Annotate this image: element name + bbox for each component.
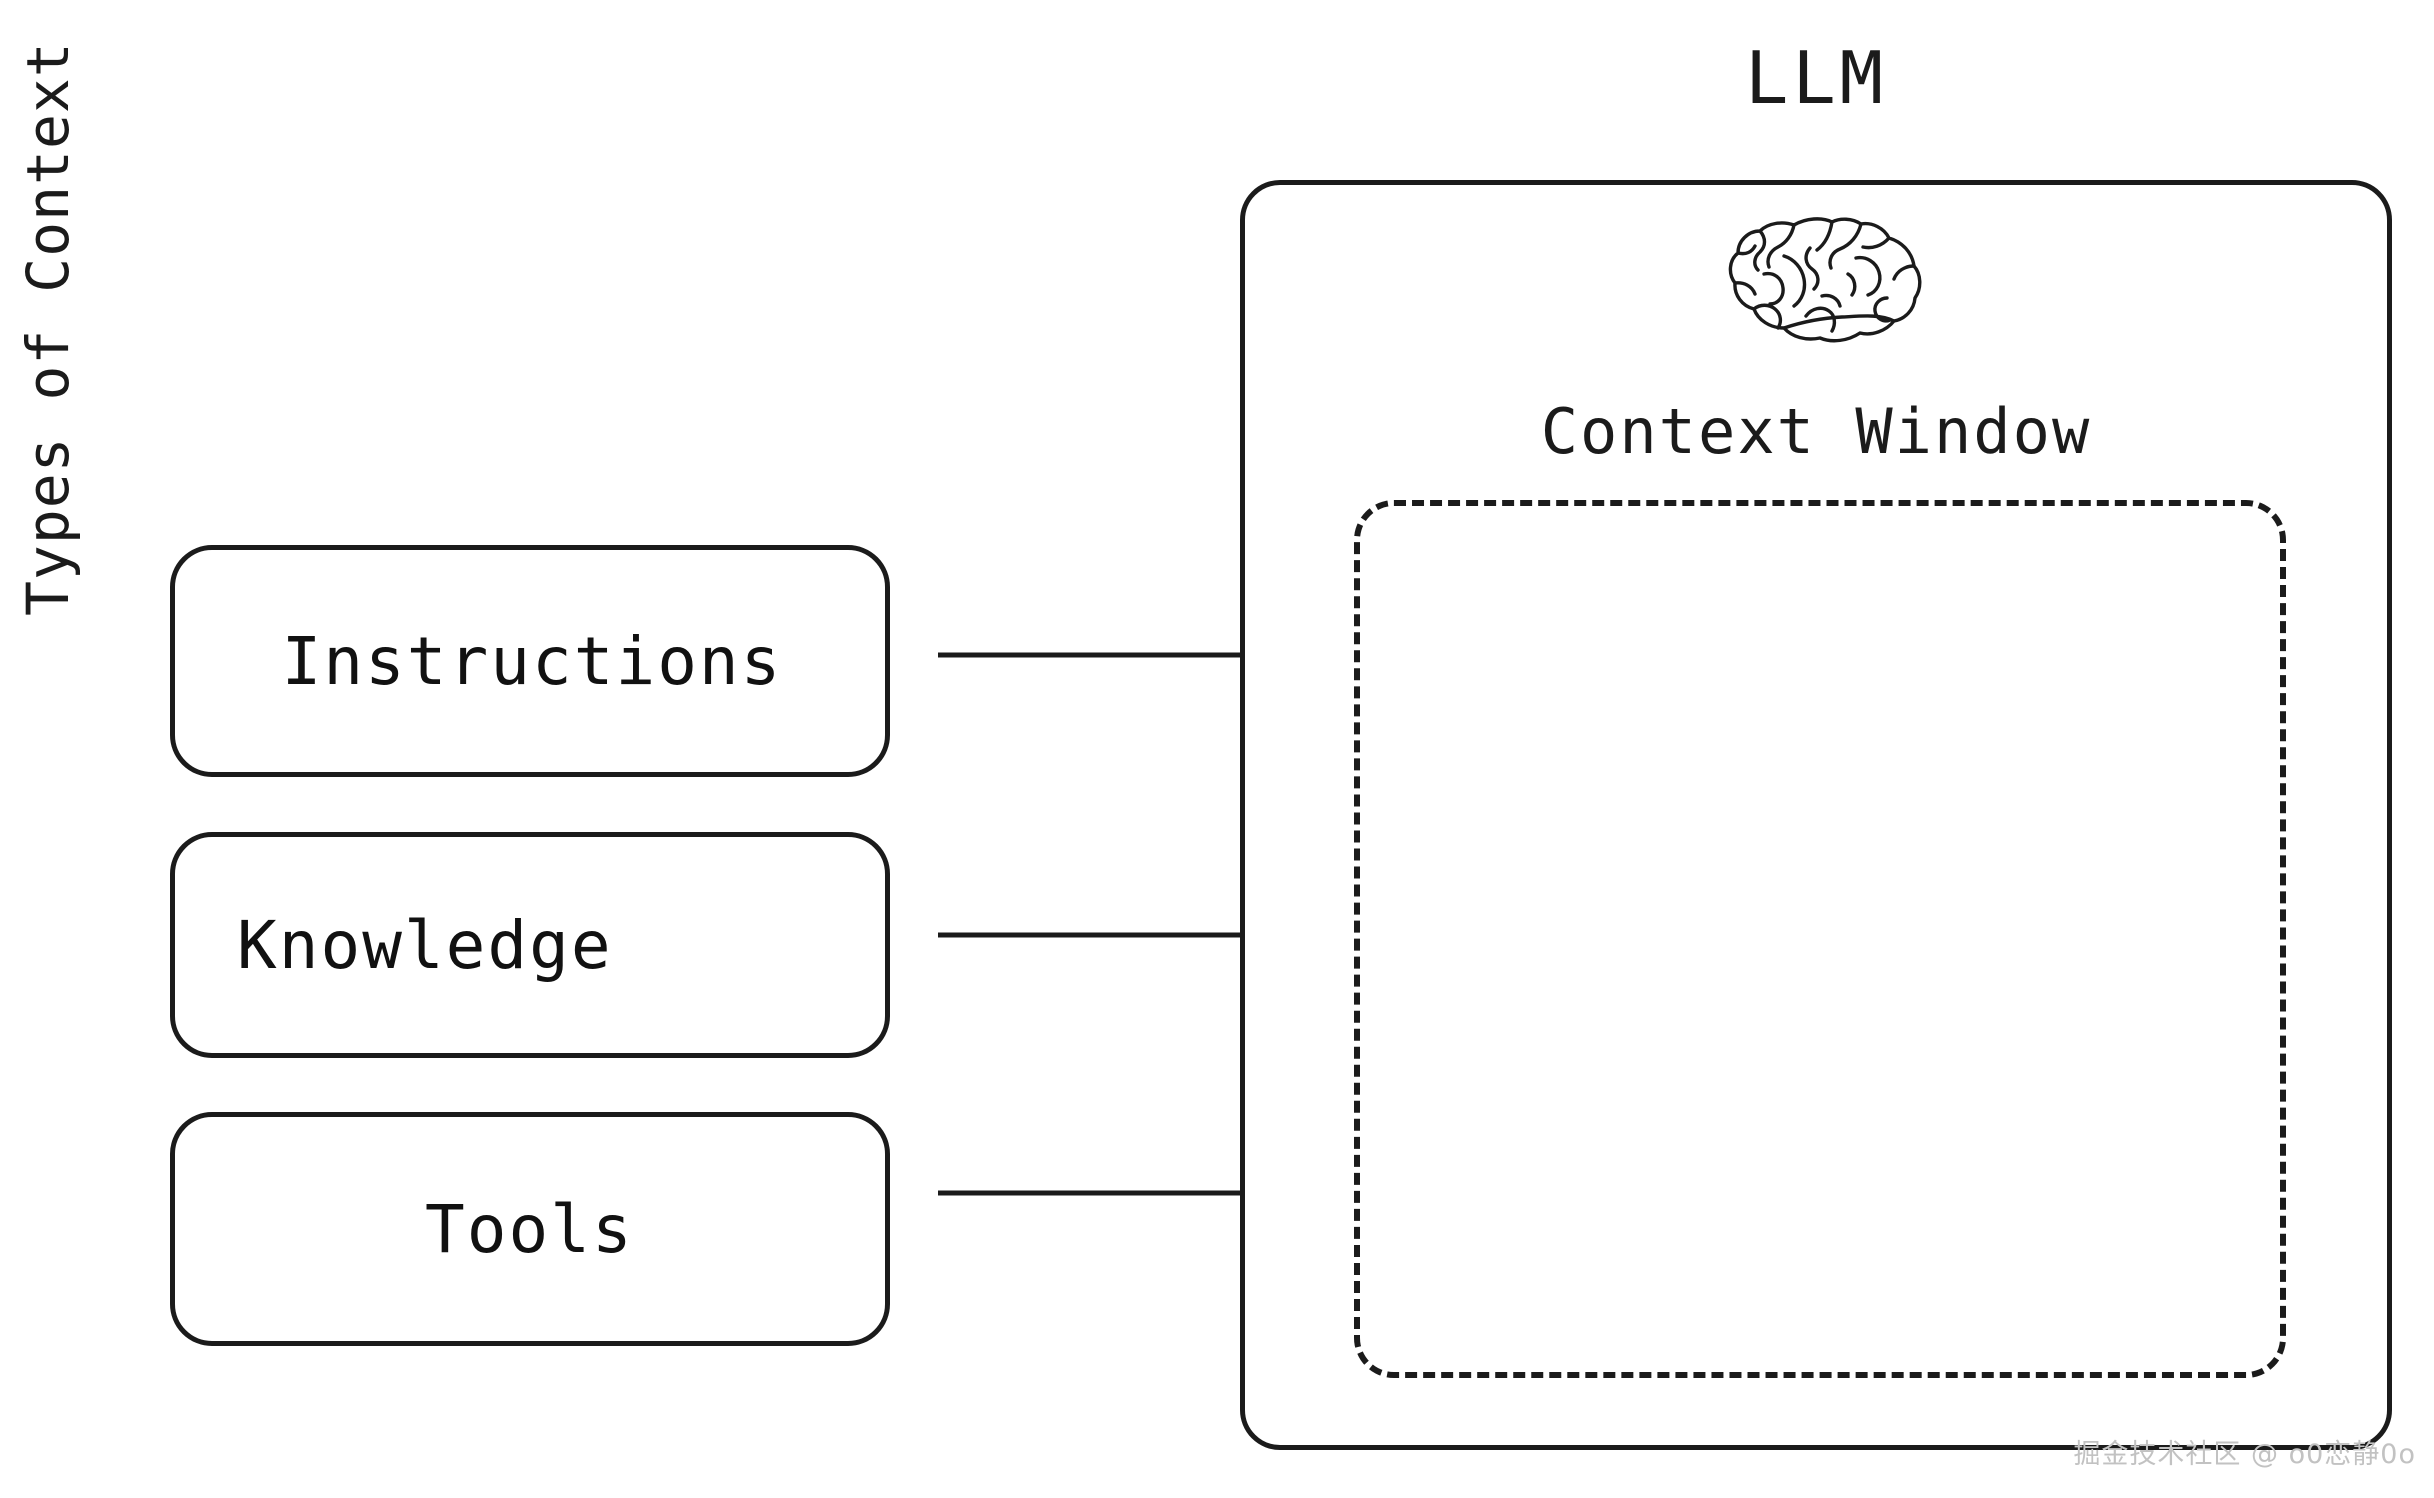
brain-icon <box>1728 217 1922 343</box>
watermark: 掘金技术社区 @ o0恋静0o <box>2073 1439 2416 1470</box>
context-box-knowledge[interactable]: Knowledge <box>170 832 890 1058</box>
context-window-label: Context Window <box>1540 395 2092 468</box>
types-of-context-text: Types of Context <box>14 41 82 616</box>
context-box-tools-label: Tools <box>425 1190 634 1268</box>
context-window-box <box>1354 500 2286 1378</box>
context-box-knowledge-label: Knowledge <box>237 906 613 984</box>
context-box-tools[interactable]: Tools <box>170 1112 890 1346</box>
context-box-instructions[interactable]: Instructions <box>170 545 890 777</box>
types-of-context-label: Types of Context <box>0 0 96 616</box>
llm-title: LLM <box>1744 36 1888 120</box>
llm-container-box <box>1240 180 2392 1450</box>
context-box-instructions-label: Instructions <box>281 622 783 700</box>
